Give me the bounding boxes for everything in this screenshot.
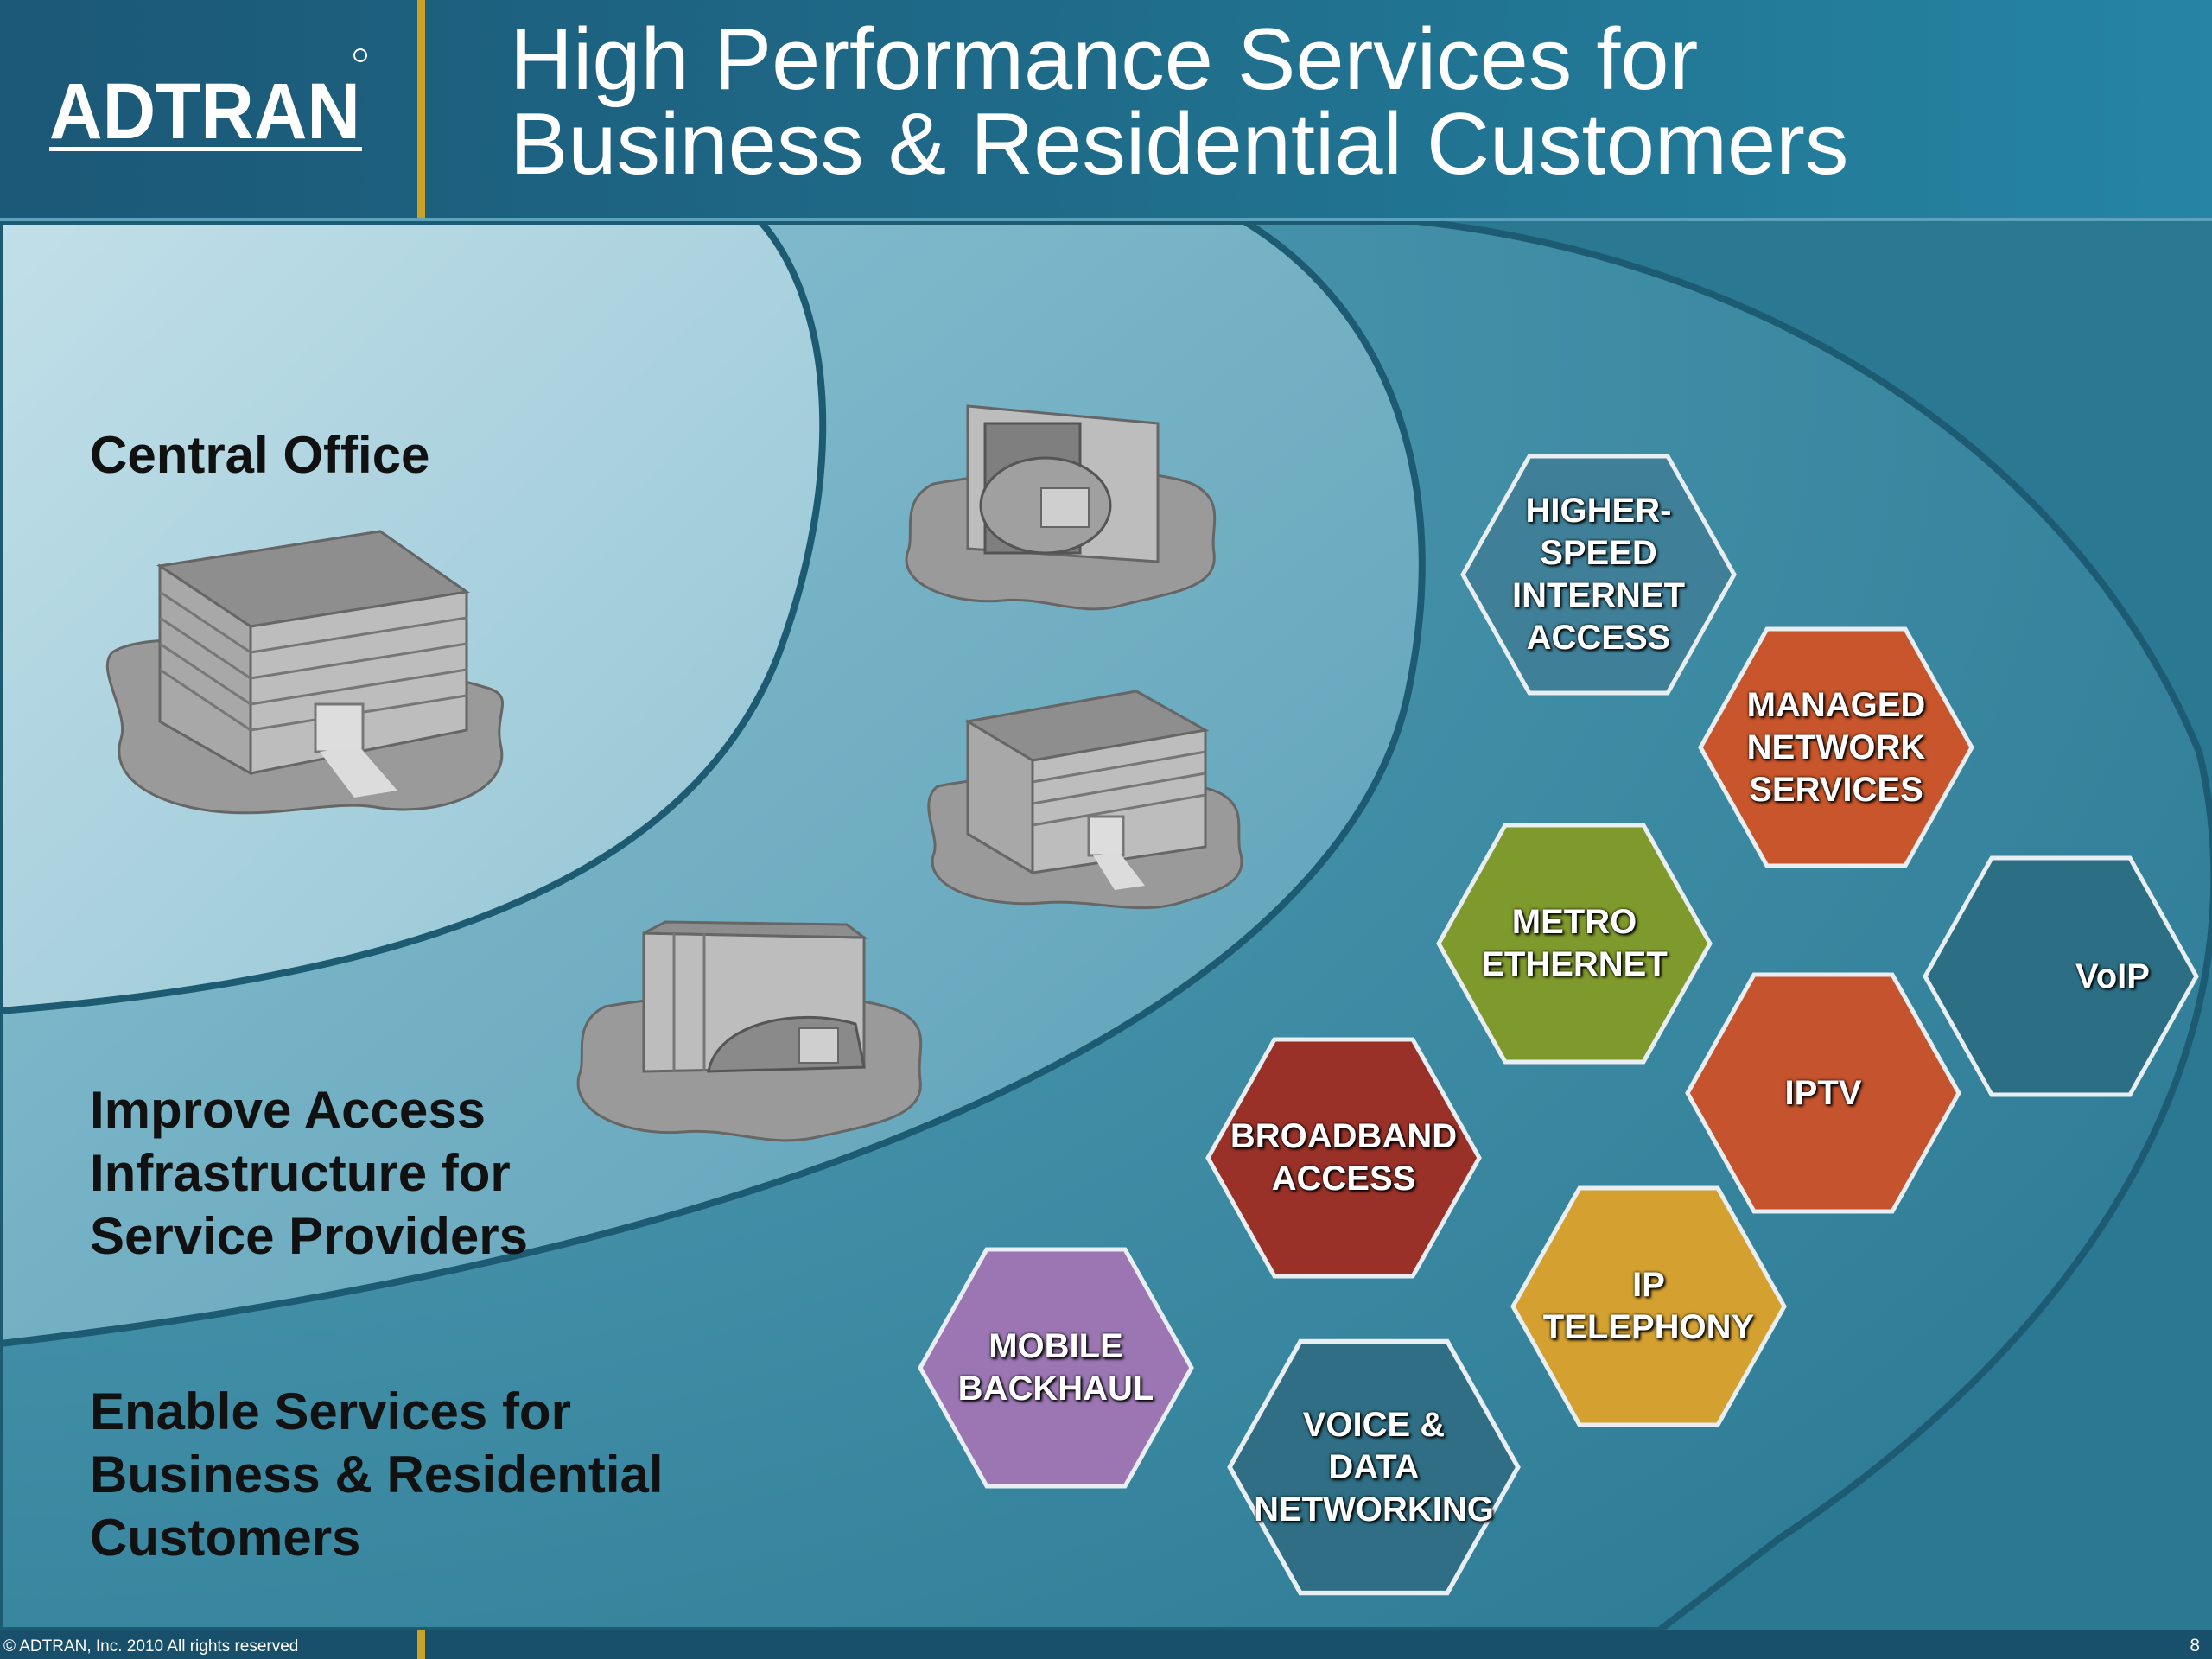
outdoor-cabinet-icon [576,920,923,1142]
central-office-label: Central Office [90,423,429,486]
service-mobile-backhaul: MOBILE BACKHAUL [918,1247,1194,1489]
label-line: VOICE & [1302,1405,1446,1444]
label-line: SERVICES [1749,770,1923,809]
service-ip-telephony: IP TELEPHONY [1510,1185,1787,1427]
label-line: ETHERNET [1481,945,1668,983]
label-line: TELEPHONY [1542,1308,1755,1346]
service-label: IPTV [1785,1072,1862,1115]
services-label: Enable Services for Business & Residenti… [90,1380,664,1569]
hexagon-shape [1685,972,1961,1214]
central-office-building-icon [105,530,504,815]
label-line: NETWORKING [1254,1490,1494,1529]
services-line-2: Business & Residential [90,1446,664,1503]
label-line: VoIP [2075,957,2150,995]
service-label: METRO ETHERNET [1481,901,1668,986]
hexagon-shape [1460,454,1737,696]
central-office-text: Central Office [90,426,430,484]
access-line-2: Infrastructure for [90,1144,511,1202]
label-line: MANAGED [1746,685,1926,724]
services-line-1: Enable Services for [90,1382,571,1440]
hexagon-shape [1923,855,2199,1097]
service-metro-ethernet: METRO ETHERNET [1436,823,1713,1065]
service-voice-data-networking: VOICE & DATA NETWORKING [1227,1338,1521,1596]
logo-wordmark: ADTRAN [49,67,360,156]
copyright-text: © ADTRAN, Inc. 2010 All rights reserved [3,1637,299,1656]
service-label: MOBILE BACKHAUL [958,1325,1154,1410]
access-line-3: Service Providers [90,1207,528,1265]
hexagon-shape [918,1247,1194,1489]
service-label: MANAGED NETWORK SERVICES [1747,684,1926,811]
label-line: IP [1632,1266,1665,1304]
slide-header: ADTRAN High Performance Services for Bus… [0,0,2212,221]
hexagon-shape [1227,1338,1521,1596]
service-managed-network: MANAGED NETWORK SERVICES [1698,626,1974,868]
service-voip: VoIP [1923,855,2199,1097]
footer-divider [417,1630,425,1659]
label-line: INTERNET [1512,576,1685,614]
title-line-1: High Performance Services for [510,11,1699,108]
hexagon-shape [1510,1185,1787,1427]
slide-footer: © ADTRAN, Inc. 2010 All rights reserved … [0,1630,2212,1659]
service-label: HIGHER- SPEED INTERNET ACCESS [1512,490,1685,659]
hexagon-shape [1436,823,1713,1065]
service-higher-speed-internet: HIGHER- SPEED INTERNET ACCESS [1460,454,1737,696]
label-line: HIGHER- [1525,492,1672,530]
remote-terminal-building-icon [927,690,1243,910]
label-line: MOBILE [988,1327,1123,1365]
services-line-3: Customers [90,1509,361,1567]
label-line: DATA [1328,1447,1420,1486]
header-divider [417,0,425,220]
label-line: ACCESS [1526,619,1671,657]
label-line: ACCESS [1271,1160,1416,1198]
logo-underline [49,147,362,151]
label-line: BROADBAND [1230,1117,1458,1155]
hexagon-shape [1698,626,1974,868]
registered-mark-icon [353,48,367,62]
service-label: IP TELEPHONY [1543,1264,1754,1349]
header-bottom-rule [0,218,2212,221]
service-label: BROADBAND ACCESS [1230,1116,1457,1200]
slide-title: High Performance Services for Business &… [510,11,1849,193]
label-line: METRO [1511,903,1637,941]
access-line-1: Improve Access [90,1081,486,1139]
service-broadband-access: BROADBAND ACCESS [1205,1037,1482,1279]
title-line-2: Business & Residential Customers [510,96,1849,193]
label-line: BACKHAUL [957,1370,1154,1408]
service-label: VoIP [2075,956,2150,998]
hexagon-shape [1205,1037,1482,1279]
access-label: Improve Access Infrastructure for Servic… [90,1078,528,1268]
cabinet-equipment-icon [905,404,1217,611]
adtran-logo: ADTRAN [49,48,367,156]
label-line: SPEED [1540,534,1657,572]
service-label: VOICE & DATA NETWORKING [1254,1404,1494,1531]
label-line: IPTV [1784,1073,1862,1112]
label-line: NETWORK [1746,728,1926,766]
page-number: 8 [2190,1636,2200,1656]
service-iptv: IPTV [1685,972,1961,1214]
